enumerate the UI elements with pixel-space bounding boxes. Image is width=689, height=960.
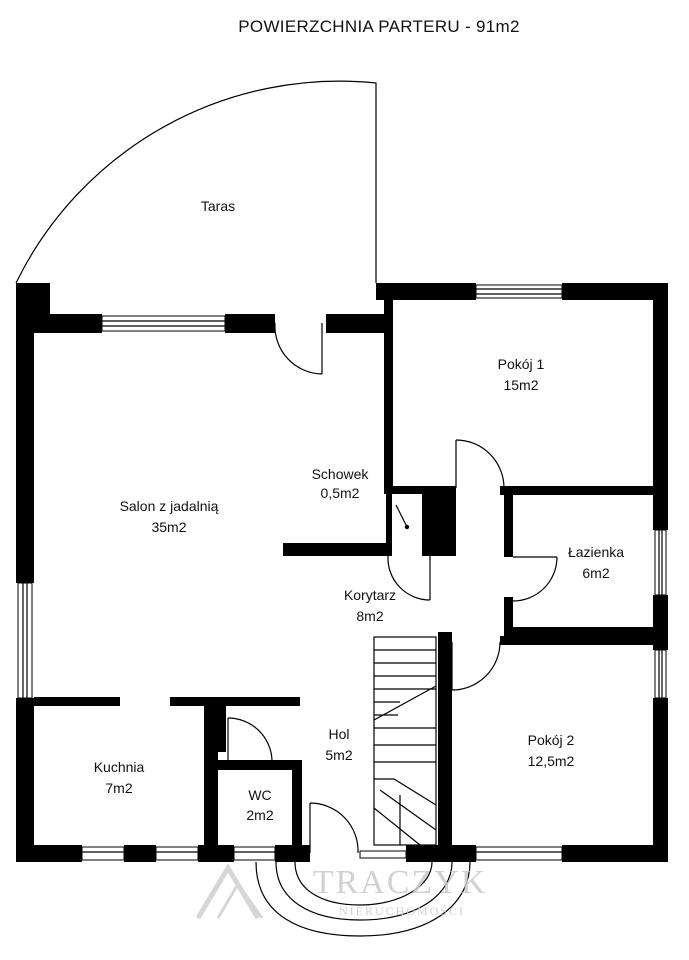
korytarz-area: 8m2: [356, 608, 383, 624]
stairs: [373, 636, 437, 846]
watermark-sub: NIERUCHOMOŚCI: [339, 904, 465, 918]
room-labels: Taras Salon z jadalnią 35m2 Pokój 1 15m2…: [94, 198, 625, 823]
taras-name: Taras: [201, 198, 235, 214]
wc-name: WC: [248, 787, 271, 803]
entrance-steps: [255, 861, 471, 937]
watermark: TRACZYK NIERUCHOMOŚCI: [195, 863, 488, 920]
salon-area: 35m2: [151, 519, 186, 535]
salon-name: Salon z jadalnią: [120, 498, 219, 514]
walls: [16, 283, 668, 862]
kuchnia-name: Kuchnia: [94, 759, 145, 775]
pokoj1-area: 15m2: [503, 377, 538, 393]
schowek-area: 0,5m2: [321, 485, 360, 501]
korytarz-name: Korytarz: [344, 587, 396, 603]
watermark-brand: TRACZYK: [313, 864, 488, 901]
pokoj2-name: Pokój 2: [528, 732, 575, 748]
hol-name: Hol: [328, 726, 349, 742]
doors: [227, 322, 558, 854]
kuchnia-area: 7m2: [105, 780, 132, 796]
lazienka-name: Łazienka: [568, 544, 624, 560]
hol-area: 5m2: [325, 747, 352, 763]
windows: [17, 284, 667, 861]
pokoj1-name: Pokój 1: [498, 356, 545, 372]
pokoj2-area: 12,5m2: [528, 753, 575, 769]
lazienka-area: 6m2: [582, 565, 609, 581]
wc-area: 2m2: [246, 807, 273, 823]
plan-title: POWIERZCHNIA PARTERU - 91m2: [238, 17, 519, 36]
schowek-name: Schowek: [312, 466, 370, 482]
terrace: [15, 80, 377, 284]
